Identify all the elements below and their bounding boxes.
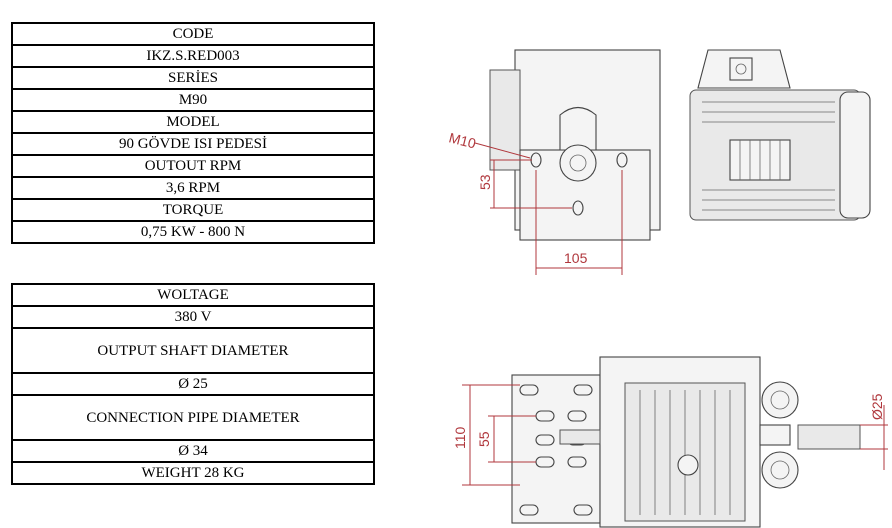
motor-plan-view-drawing: 110 55 Ø25 (452, 356, 888, 528)
thread-label: M10 (447, 129, 478, 151)
model-value: 90 GÖVDE ISI PEDESİ (11, 132, 375, 156)
code-value: IKZ.S.RED003 (11, 44, 375, 68)
connection-pipe-middle (759, 424, 791, 446)
plate-slots (519, 384, 593, 516)
shaft-dimension: Ø25 (869, 393, 885, 420)
inner-dimension: 55 (476, 431, 492, 447)
connection-pipe-bottom (761, 451, 799, 489)
spec-table-main: CODE IKZ.S.RED003 SERİES M90 MODEL 90 GÖ… (11, 22, 375, 244)
torque-header: TORQUE (11, 198, 375, 222)
pipe-diameter-header: CONNECTION PIPE DIAMETER (11, 394, 375, 441)
shaft-diameter-value: Ø 25 (11, 372, 375, 396)
output-shaft (797, 424, 861, 450)
code-header: CODE (11, 22, 375, 46)
mounting-plate (511, 374, 601, 524)
weight-value: WEIGHT 28 KG (11, 461, 375, 485)
input-shaft (559, 429, 601, 445)
width-dimension: 105 (564, 250, 588, 266)
shaft-diameter-header: OUTPUT SHAFT DIAMETER (11, 327, 375, 374)
rpm-header: OUTOUT RPM (11, 154, 375, 178)
outer-dimension: 110 (452, 426, 468, 449)
motor-side-view-drawing: M10 53 105 (447, 49, 871, 275)
mounting-hole-right (616, 152, 628, 168)
mounting-hole-left (530, 152, 542, 168)
mounting-hole-bottom (572, 200, 584, 216)
gearbox-side-flange (489, 69, 521, 171)
pipe-diameter-value: Ø 34 (11, 439, 375, 463)
thread-leader-line (474, 142, 531, 159)
motor-end-cap (839, 91, 871, 219)
torque-value: 0,75 KW - 800 N (11, 220, 375, 244)
model-header: MODEL (11, 110, 375, 134)
spec-table-electrical: WOLTAGE 380 V OUTPUT SHAFT DIAMETER Ø 25… (11, 283, 375, 485)
gearbox-plan-ribs (639, 390, 731, 515)
rpm-value: 3,6 RPM (11, 176, 375, 200)
voltage-header: WOLTAGE (11, 283, 375, 307)
series-header: SERİES (11, 66, 375, 90)
height-dimension: 53 (477, 174, 493, 190)
gearbox-cover (559, 106, 597, 151)
connection-pipe-top (761, 381, 799, 419)
terminal-box-cover (729, 57, 753, 81)
output-shaft-circle (559, 144, 597, 182)
motor-cooling-fins (702, 101, 835, 211)
voltage-value: 380 V (11, 305, 375, 329)
series-value: M90 (11, 88, 375, 112)
plan-drain-plug (677, 454, 699, 476)
